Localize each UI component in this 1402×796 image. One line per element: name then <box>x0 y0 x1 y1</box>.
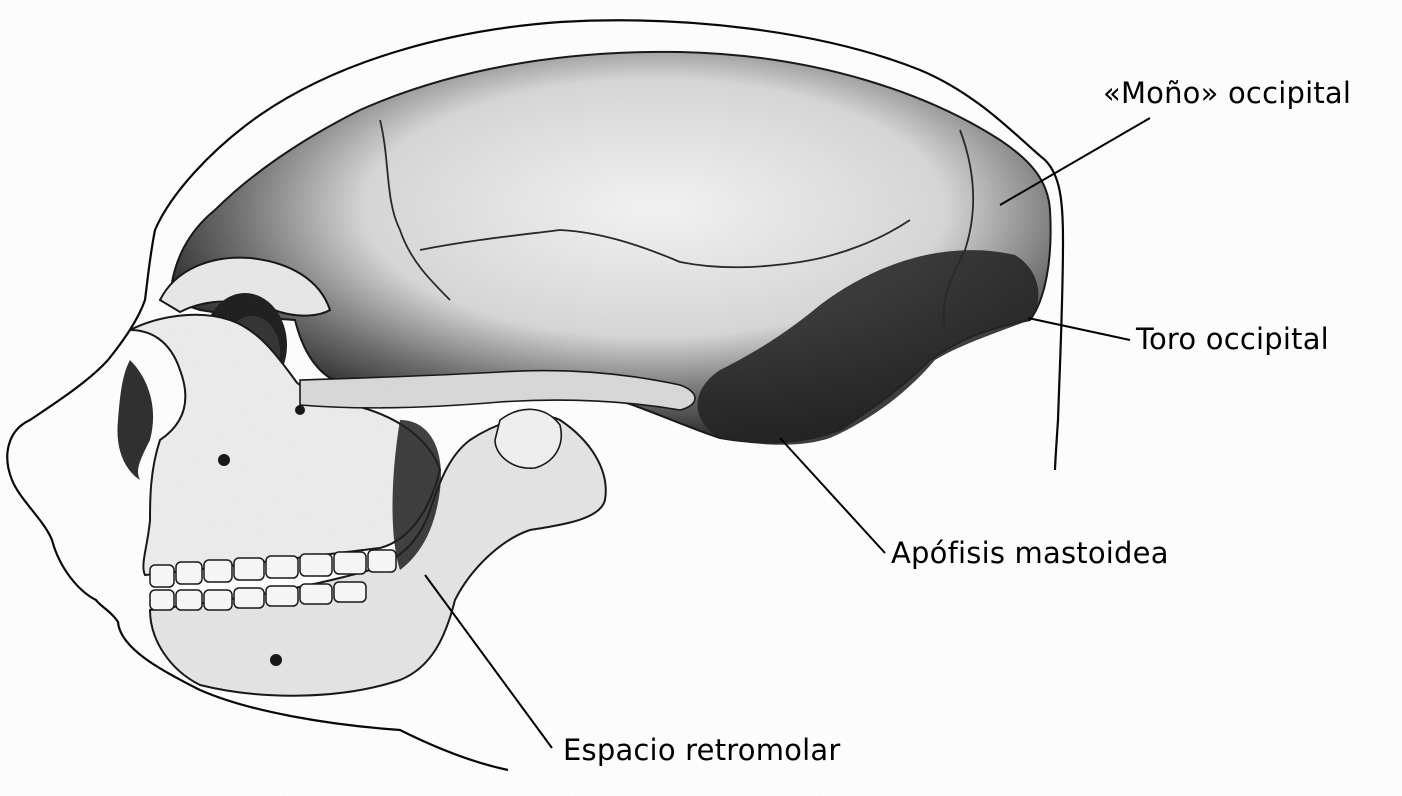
label-retromolar-space: Espacio retromolar <box>563 733 840 767</box>
label-mastoid-process: Apófisis mastoidea <box>891 536 1169 570</box>
label-occipital-bun: «Moño» occipital <box>1103 76 1351 110</box>
label-occipital-torus: Toro occipital <box>1136 322 1329 356</box>
